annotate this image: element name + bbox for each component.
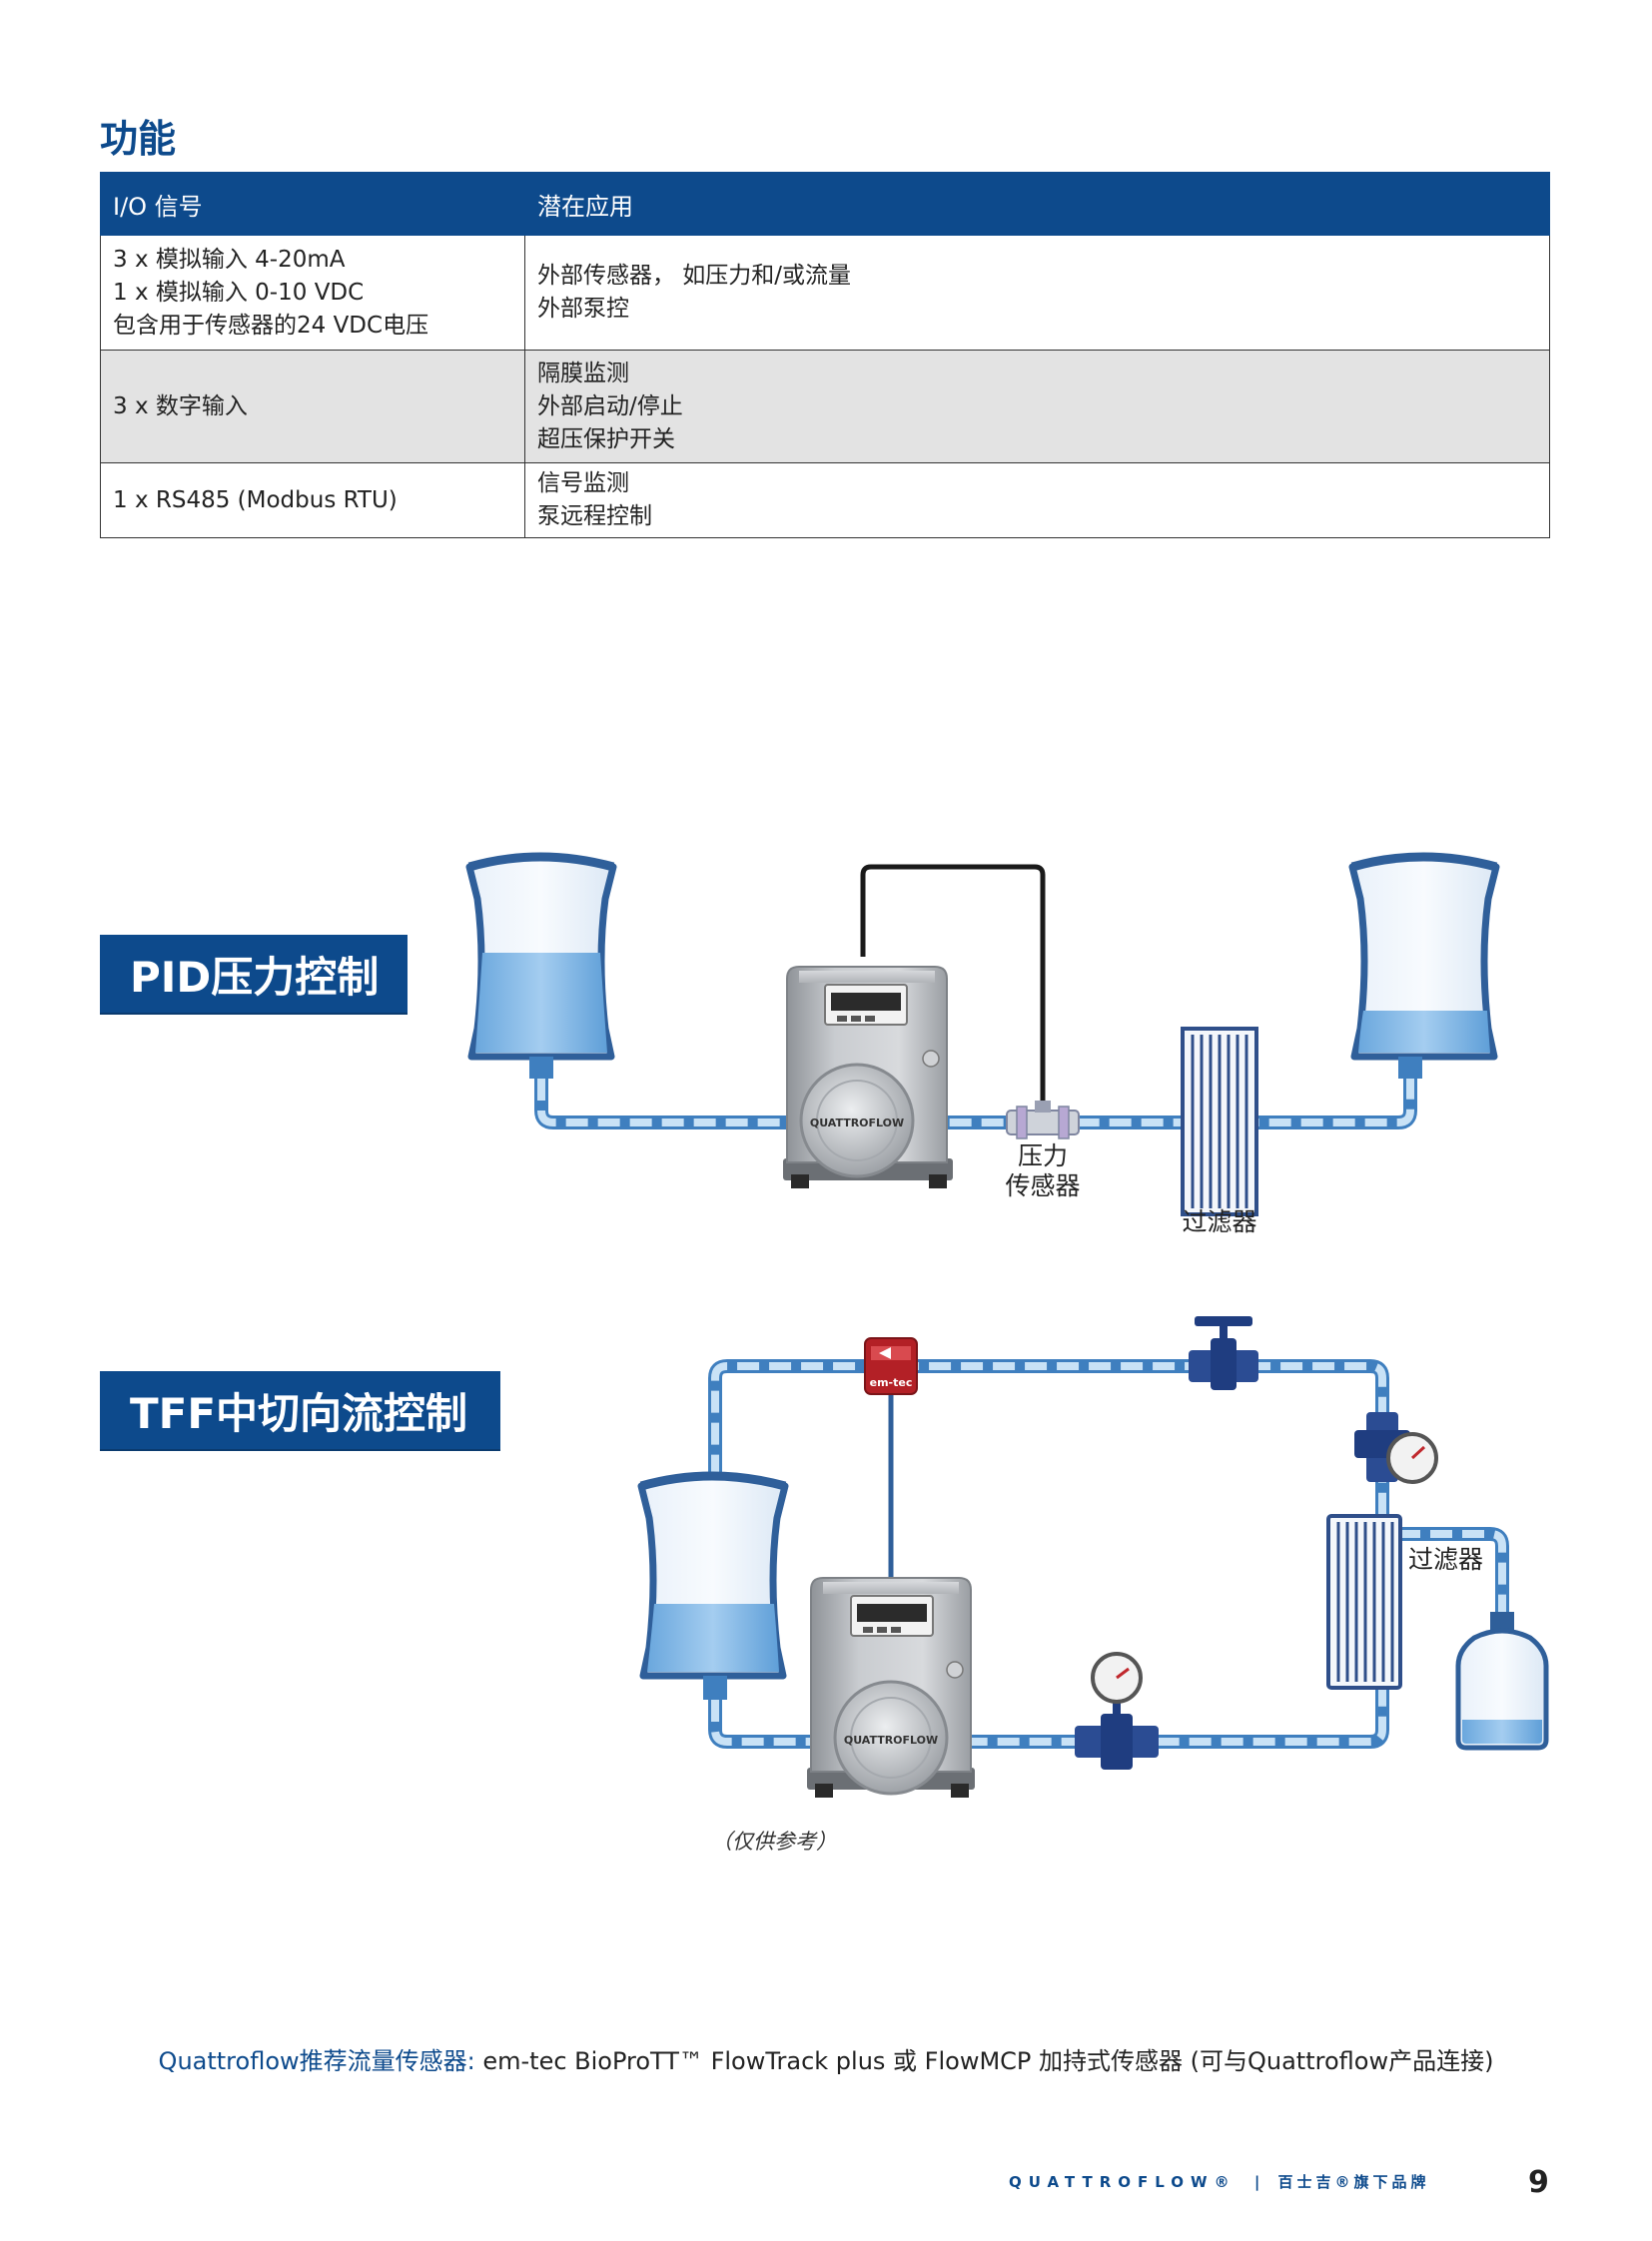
footer-parent-brand: 百士吉®旗下品牌 [1277, 2173, 1430, 2191]
tff-fluid-bag [637, 1471, 789, 1700]
application-line: 外部传感器， 如压力和/或流量 [537, 263, 852, 289]
pressure-gauge-lower [1091, 1652, 1143, 1704]
flow-sensor: em-tec [864, 1337, 918, 1395]
pump-brand-text: QUATTROFLOW [810, 1117, 904, 1129]
bottom-valve [1075, 1692, 1159, 1770]
signal-line: 3 x 数字输入 [113, 392, 248, 419]
signal-line: 1 x RS485 (Modbus RTU) [113, 486, 398, 513]
application-line: 泵远程控制 [537, 503, 652, 529]
signal-line: 包含用于传感器的24 VDC电压 [113, 312, 429, 339]
pid-filter [1181, 1027, 1258, 1216]
table-row: 3 x 数字输入 隔膜监测 外部启动/停止 超压保护开关 [100, 350, 1550, 463]
pressure-sensor-label-line1: 压力 [1018, 1141, 1068, 1170]
table-row: 1 x RS485 (Modbus RTU) 信号监测 泵远程控制 [100, 462, 1550, 538]
application-line: 隔膜监测 [537, 360, 629, 386]
application-line: 超压保护开关 [537, 425, 675, 452]
application-cell: 隔膜监测 外部启动/停止 超压保护开关 [524, 350, 1550, 463]
signal-cable [860, 864, 1046, 1111]
top-valve [1189, 1316, 1258, 1390]
pressure-gauge-upper [1386, 1432, 1438, 1484]
sensor-recommendation-text: em-tec BioProTT™ FlowTrack plus 或 FlowMC… [474, 2047, 1494, 2075]
pid-pressure-control-title: PID压力控制 [100, 935, 408, 1013]
tubing [534, 1079, 1417, 1129]
right-fluid-bag [1348, 852, 1500, 1079]
footer-brand-name: QUATTROFLOW® [1009, 2173, 1237, 2191]
signal-cell: 3 x 数字输入 [100, 350, 525, 463]
signal-line: 3 x 模拟输入 4-20mA [113, 246, 346, 273]
pump-brand-text: QUATTROFLOW [844, 1734, 938, 1747]
left-fluid-bag [465, 852, 617, 1079]
tff-pump: QUATTROFLOW [807, 1577, 975, 1798]
application-line: 外部泵控 [537, 296, 629, 322]
header-io-signal: I/O 信号 [100, 172, 525, 236]
tff-diagram: QUATTROFLOW em-tec [637, 1316, 1549, 1798]
application-cell: 信号监测 泵远程控制 [524, 462, 1550, 538]
header-potential-application: 潜在应用 [524, 172, 1550, 236]
sensor-recommendation: Quattroflow推荐流量传感器: em-tec BioProTT™ Flo… [0, 2041, 1652, 2076]
tff-filter [1326, 1514, 1402, 1690]
section-title: 功能 [100, 117, 177, 161]
tff-filter-label: 过滤器 [1408, 1545, 1483, 1574]
page-number: 9 [1528, 2165, 1549, 2200]
tff-flow-control-title: TFF中切向流控制 [100, 1371, 500, 1449]
pid-filter-label: 过滤器 [1182, 1207, 1256, 1236]
application-line: 信号监测 [537, 470, 629, 496]
pressure-sensor-label-line2: 传感器 [1005, 1171, 1080, 1200]
table-header-row: I/O 信号 潜在应用 [100, 172, 1550, 236]
flow-sensor-brand: em-tec [870, 1376, 913, 1389]
sensor-recommendation-lead: Quattroflow推荐流量传感器: [158, 2047, 475, 2075]
reference-note: （仅供参考） [711, 1830, 837, 1854]
pid-diagram: QUATTROFLOW 压力 传感器 过滤器 [465, 852, 1500, 1236]
footer-brand: QUATTROFLOW® | 百士吉®旗下品牌 [1009, 2171, 1430, 2192]
signal-line: 1 x 模拟输入 0-10 VDC [113, 279, 365, 306]
footer-separator: | [1253, 2173, 1260, 2191]
pressure-sensor [1006, 1101, 1080, 1139]
io-function-table: I/O 信号 潜在应用 3 x 模拟输入 4-20mA 1 x 模拟输入 0-1… [100, 172, 1550, 538]
pid-pump: QUATTROFLOW [783, 966, 953, 1188]
permeate-bottle [1455, 1612, 1549, 1751]
application-line: 外部启动/停止 [537, 392, 683, 419]
